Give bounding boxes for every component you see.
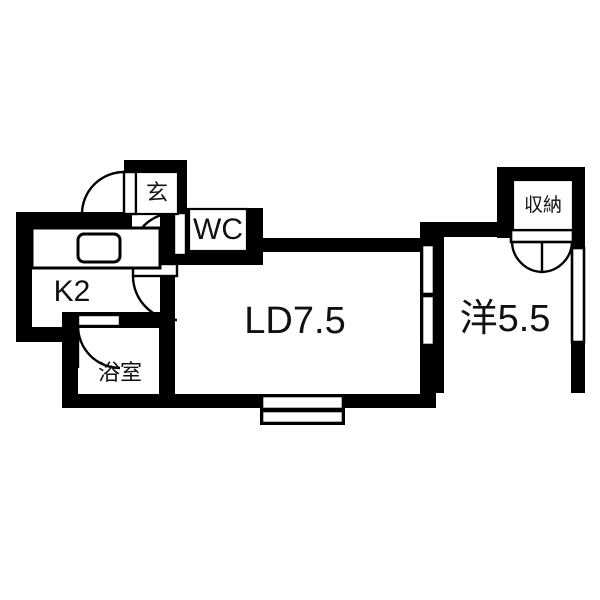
label-toilet-box [187, 207, 249, 253]
label-living-dining-room: LD7.5 [244, 300, 345, 342]
bath-door-leaf [76, 313, 122, 328]
label-toilet: WC [193, 213, 243, 246]
western-room-floor [444, 237, 571, 394]
room-labels: LD7.5 洋5.5 K2 浴室 WC 玄 収納 [54, 170, 575, 385]
closet-door-track [509, 228, 575, 244]
east-window [570, 246, 586, 344]
partition-wc-bottom [173, 249, 263, 265]
kitchen-sink [76, 232, 122, 264]
balcony-window-pane-upper [260, 394, 345, 411]
label-toilet-group: WC [187, 207, 249, 253]
partition-bath-right [159, 312, 175, 408]
east-window-pane [570, 246, 586, 344]
bathroom-floor [76, 327, 160, 394]
kitchen-door-swing-arc [131, 275, 178, 322]
partition-wc-right [247, 208, 263, 264]
label-western-style-room: 洋5.5 [460, 298, 551, 340]
fixtures [30, 226, 162, 270]
closet-folding-doors [509, 228, 575, 274]
ld-floor [175, 252, 420, 394]
openings [76, 170, 586, 425]
sliding-partition-door [420, 243, 436, 347]
closet-door-arc-left [510, 241, 543, 274]
bathroom-door [76, 313, 122, 370]
label-entrance-group: 玄 [134, 170, 180, 216]
partition-kitchen-ld [160, 228, 175, 328]
entrance-door-swing-arc [80, 170, 125, 215]
label-closet: 収納 [524, 194, 562, 216]
partition-closet-left [497, 167, 512, 238]
balcony-window-pane-lower [260, 409, 345, 425]
entrance-door-leaf [122, 170, 138, 216]
closet-door-arc-right [541, 241, 574, 274]
label-kitchen: K2 [54, 275, 91, 308]
sliding-panel-upper [420, 243, 436, 296]
wc-door-leaf [172, 211, 188, 257]
sliding-panel-lower [420, 294, 436, 347]
label-closet-group: 収納 [511, 178, 575, 232]
label-entrance-box [134, 170, 180, 216]
label-bathroom: 浴室 [98, 360, 142, 385]
balcony-window [260, 394, 345, 425]
label-entrance: 玄 [146, 180, 168, 205]
label-closet-box [511, 178, 575, 232]
partition-kitchen-bottom [16, 327, 78, 342]
